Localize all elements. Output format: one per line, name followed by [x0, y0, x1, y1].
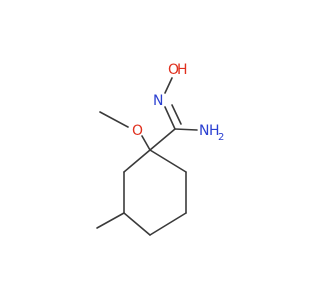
- imine-n-label: N: [153, 93, 163, 109]
- bond-c5-methyl: [96, 212, 125, 229]
- bond-c4-c5: [123, 212, 151, 236]
- molecule-canvas: O H N O N H 2: [96, 62, 224, 236]
- amine-h-subscript: 2: [218, 132, 224, 143]
- amine-h-label: H: [209, 123, 220, 139]
- methoxy-o-label: O: [132, 123, 143, 139]
- bond-c3-c4: [149, 212, 187, 236]
- bond-c-n-double-b: [171, 104, 182, 125]
- molecule-structure: O H N O N H 2: [96, 62, 224, 236]
- bond-c6-c1: [123, 149, 151, 173]
- bond-c1-o-methoxy: [141, 135, 151, 151]
- hydroxyl-h-label: H: [177, 62, 188, 78]
- bond-c-amidine-nh2: [174, 128, 198, 131]
- bond-c1-c-amidine: [149, 128, 176, 151]
- hydroxyl-o-label: O: [168, 62, 179, 78]
- bond-c1-c2: [149, 149, 187, 173]
- bond-n-o: [164, 77, 173, 94]
- bond-o-methyl-methoxy: [99, 111, 129, 128]
- amine-n-label: N: [199, 123, 209, 139]
- bond-c-n-double-a: [164, 106, 176, 130]
